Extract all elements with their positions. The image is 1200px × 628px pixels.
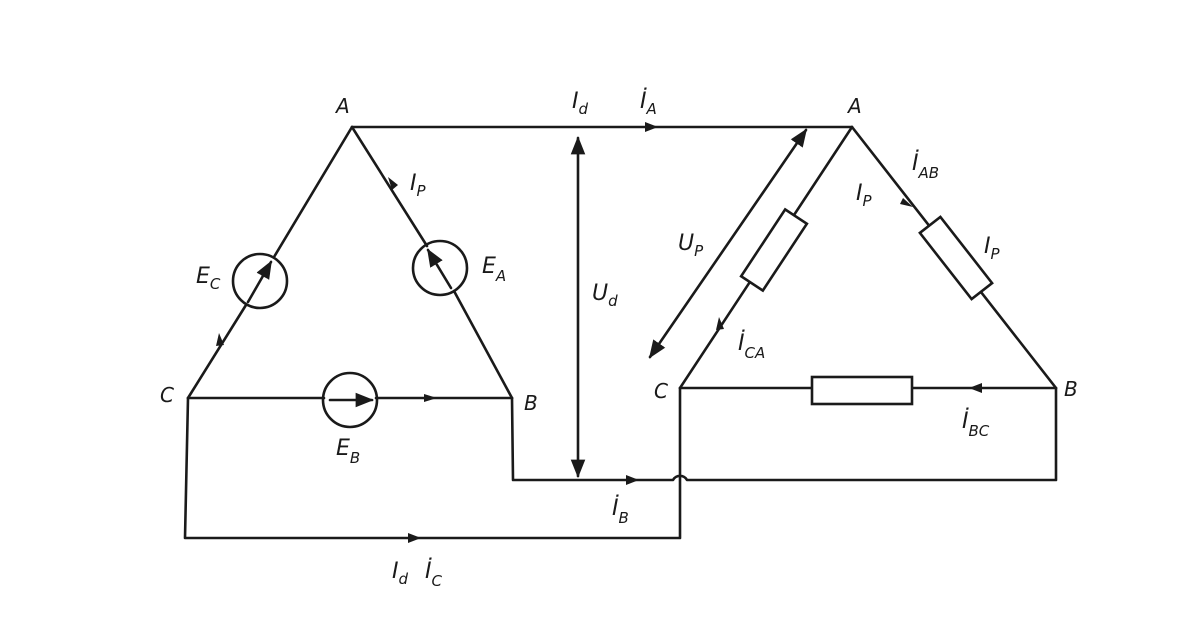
current-arrow-EC [216,333,224,346]
source-EB-icon [321,371,379,429]
label-EA: EA [482,254,506,285]
resistor-AB-icon [918,215,994,301]
label-Ip-load-2: IP [984,234,1001,263]
node-load-B: B [1064,377,1078,401]
wire-AB-lower [452,289,514,400]
label-IB: İB [612,495,629,527]
wire-AC-lower [186,303,248,400]
resistor-BC-icon [810,375,914,406]
current-arrow-IC [408,533,421,543]
wire-AB-upper [350,125,429,248]
node-load-C: C [654,379,668,403]
label-Ip-load-1: IP [856,181,873,210]
label-ICA: İCA [738,330,765,362]
source-EC-arrow [246,260,273,304]
current-arrow-Ip [388,177,398,190]
current-arrow-IA [645,122,658,132]
label-EC: EC [196,264,221,293]
node-src-B: B [524,391,538,415]
label-EB: EB [336,436,360,467]
current-arrow-IB [626,475,639,485]
voltage-arrow-Up [648,128,808,359]
wire-AC-upper [272,125,354,259]
current-arrow-IAB [900,198,913,207]
source-EA-icon [411,239,469,297]
label-Id-top: Id [572,89,589,118]
label-IAB: İAB [912,150,939,182]
node-load-A: A [846,94,862,118]
label-Id-bottom: Id [392,559,409,588]
source-delta [186,125,514,429]
line-C [183,386,682,540]
label-Ud: Ud [592,281,618,310]
label-IC: İC [425,558,443,590]
load-delta [648,125,1058,406]
source-EC-icon [231,252,289,310]
label-IA: İA [640,88,657,118]
current-arrow-IBC [969,383,982,393]
label-Up: UP [678,231,704,260]
label-Ip-source: IP [410,171,427,200]
line-wires [183,122,1058,543]
current-arrow-CB [424,394,437,402]
resistor-CA-icon [739,207,809,293]
source-EA-arrow [426,248,453,290]
label-IBC: İBC [962,408,990,440]
node-src-A: A [334,94,350,118]
node-src-C: C [160,383,174,407]
